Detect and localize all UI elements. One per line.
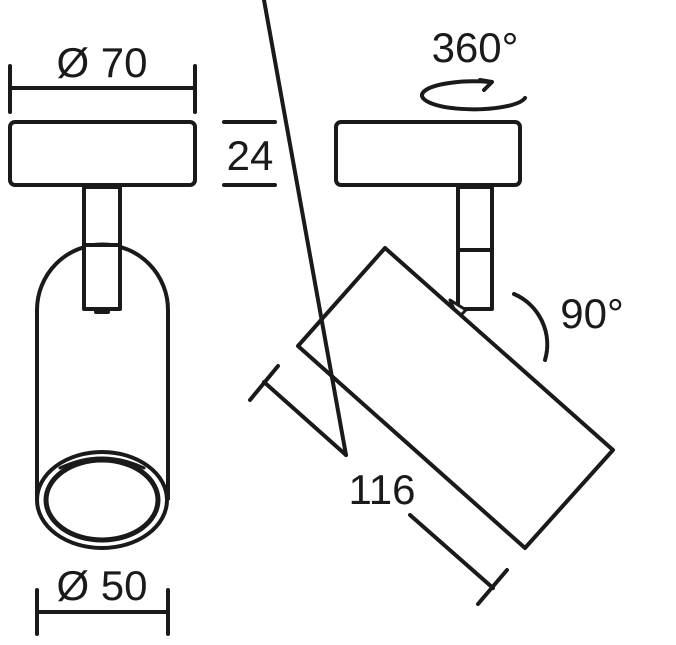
stem-lower bbox=[82, 243, 122, 311]
cylinder-bottom bbox=[35, 450, 169, 550]
mounting-base bbox=[8, 120, 197, 187]
tilt-label: 90° bbox=[560, 290, 624, 337]
height-24-dimension: 24 bbox=[222, 120, 277, 187]
height-24-label: 24 bbox=[227, 132, 274, 179]
lens-opening bbox=[43, 457, 161, 543]
tilted-cylinder-body bbox=[296, 246, 615, 550]
rotation-arrow-icon bbox=[420, 78, 527, 112]
front-view: Ø 70 24 Ø 50 bbox=[8, 39, 277, 636]
diameter-70-label: Ø 70 bbox=[56, 39, 147, 86]
side-view: 360° 90° 116 bbox=[248, 0, 624, 606]
length-116-dimension: 116 bbox=[248, 0, 509, 606]
length-label: 116 bbox=[349, 466, 416, 513]
diameter-50-label: Ø 50 bbox=[56, 562, 147, 609]
diameter-50-dimension: Ø 50 bbox=[35, 562, 170, 636]
rotation-label: 360° bbox=[432, 24, 519, 71]
diameter-70-dimension: Ø 70 bbox=[8, 39, 197, 114]
mounting-base bbox=[334, 120, 522, 187]
tilt-90-indicator: 90° bbox=[512, 290, 624, 362]
